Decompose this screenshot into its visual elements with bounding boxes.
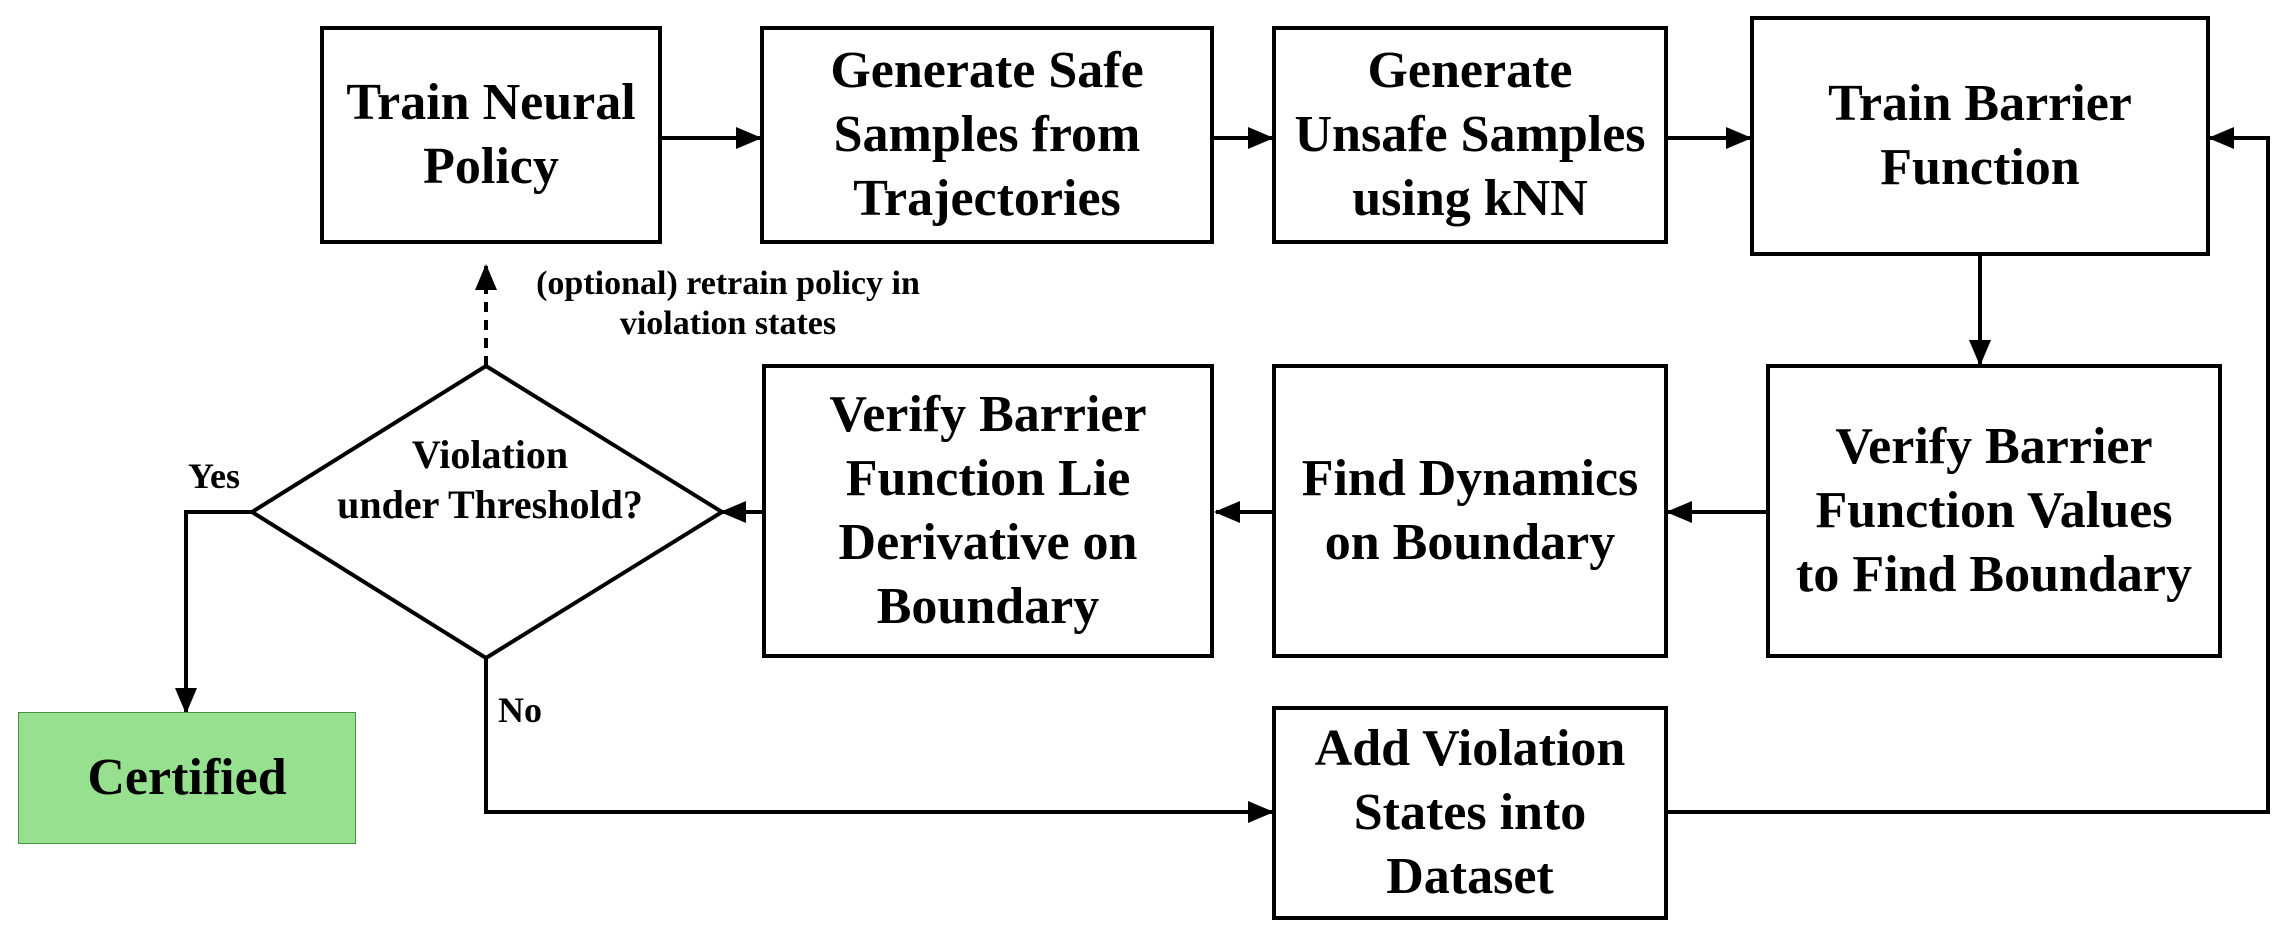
edge-label-optional-retrain: (optional) retrain policy in violation s… bbox=[536, 265, 920, 342]
node-train-barrier-function-label: Train Barrier Function bbox=[1828, 75, 2132, 196]
node-train-neural-policy: Train Neural Policy bbox=[320, 26, 662, 244]
node-train-neural-policy-label: Train Neural Policy bbox=[346, 74, 636, 195]
node-add-violation-states: Add Violation States into Dataset bbox=[1272, 706, 1668, 920]
arrow-add-violation-to-barrier bbox=[1668, 127, 2270, 814]
node-verify-lie-derivative-label: Verify Barrier Function Lie Derivative o… bbox=[829, 386, 1147, 635]
node-certified-label: Certified bbox=[87, 749, 287, 806]
node-find-dynamics: Find Dynamics on Boundary bbox=[1272, 364, 1668, 658]
node-generate-unsafe-samples: Generate Unsafe Samples using kNN bbox=[1272, 26, 1668, 244]
arrow-no-to-add-violation bbox=[484, 658, 1274, 823]
decision-label: Violation under Threshold? bbox=[337, 432, 643, 527]
node-generate-safe-samples: Generate Safe Samples from Trajectories bbox=[760, 26, 1214, 244]
node-verify-lie-derivative: Verify Barrier Function Lie Derivative o… bbox=[762, 364, 1214, 658]
node-generate-safe-samples-label: Generate Safe Samples from Trajectories bbox=[830, 42, 1144, 227]
node-generate-unsafe-samples-label: Generate Unsafe Samples using kNN bbox=[1294, 42, 1646, 227]
node-verify-barrier-values: Verify Barrier Function Values to Find B… bbox=[1766, 364, 2222, 658]
node-add-violation-states-label: Add Violation States into Dataset bbox=[1314, 720, 1626, 905]
node-certified: Certified bbox=[18, 712, 356, 844]
arrow-yes-to-certified bbox=[175, 510, 252, 714]
node-find-dynamics-label: Find Dynamics on Boundary bbox=[1301, 450, 1639, 571]
node-train-barrier-function: Train Barrier Function bbox=[1750, 16, 2210, 256]
edge-label-no: No bbox=[498, 690, 542, 730]
edge-label-yes: Yes bbox=[188, 456, 240, 496]
node-verify-barrier-values-label: Verify Barrier Function Values to Find B… bbox=[1796, 418, 2192, 603]
